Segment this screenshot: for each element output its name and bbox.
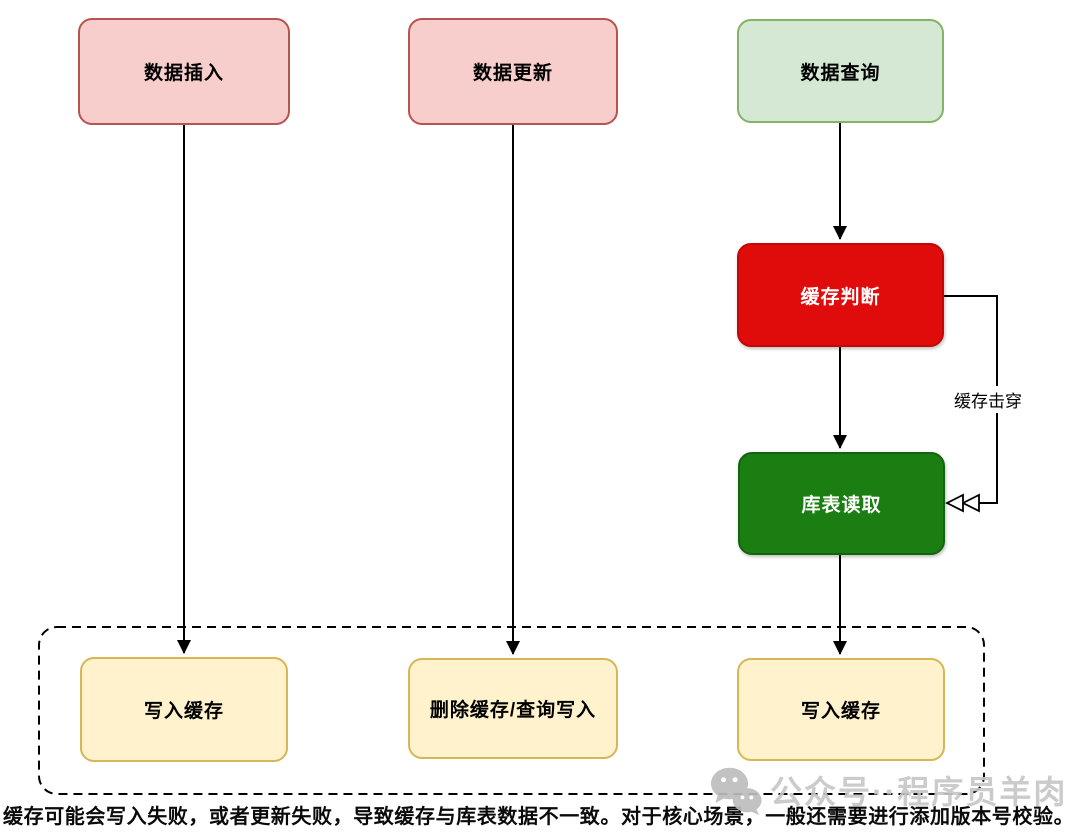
node-label: 写入缓存 xyxy=(800,701,881,722)
node-cache-check: 缓存判断 xyxy=(737,243,944,347)
node-label: 数据查询 xyxy=(800,62,881,84)
node-write-cache-right: 写入缓存 xyxy=(737,658,945,761)
node-label: 删除缓存/查询写入 xyxy=(429,700,597,721)
node-data-update: 数据更新 xyxy=(408,18,618,125)
loop-open-arrowhead-outer xyxy=(960,493,980,513)
node-db-read: 库表读取 xyxy=(738,452,945,555)
node-label: 库表读取 xyxy=(801,495,882,516)
wechat-icon xyxy=(710,767,762,816)
node-data-query: 数据查询 xyxy=(737,19,944,123)
node-data-insert: 数据插入 xyxy=(78,18,290,125)
node-label: 写入缓存 xyxy=(143,701,224,722)
node-label: 数据更新 xyxy=(472,63,553,84)
edge-label-cache-miss: 缓存击穿 xyxy=(951,386,1025,413)
watermark-text: 公众号··程序员羊肉 xyxy=(770,774,1068,810)
loop-open-arrowhead-inner xyxy=(944,493,964,513)
node-write-cache-left: 写入缓存 xyxy=(80,657,288,762)
dashed-group-border xyxy=(38,626,985,795)
node-label: 数据插入 xyxy=(143,63,224,84)
node-label: 缓存判断 xyxy=(800,286,881,308)
watermark: 公众号··程序员羊肉 xyxy=(708,764,1067,816)
node-delete-query-write: 删除缓存/查询写入 xyxy=(408,658,618,759)
caption-text: 缓存可能会写入失败，或者更新失败，导致缓存与库表数据不一致。对于核心场景，一般还… xyxy=(3,806,1075,828)
